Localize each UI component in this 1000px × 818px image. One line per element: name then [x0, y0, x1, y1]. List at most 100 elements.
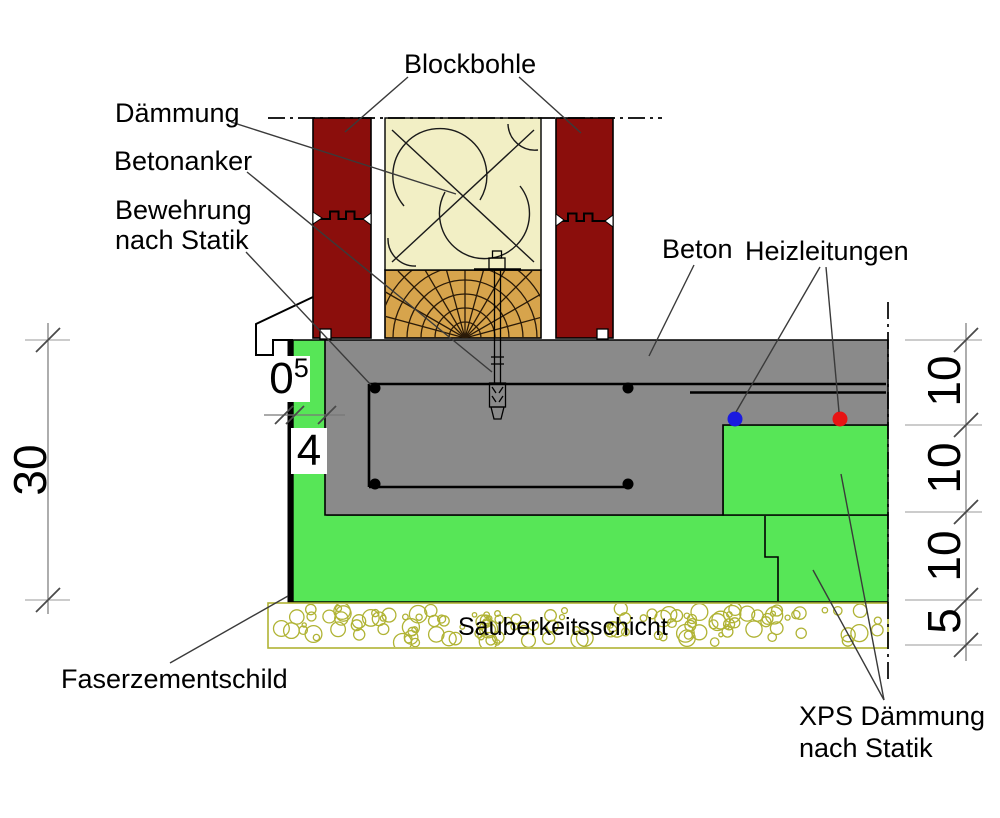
speckle-circle — [639, 614, 648, 623]
speckle-circle — [767, 632, 778, 643]
rebar-bar-dot — [369, 478, 381, 490]
speckle-circle — [401, 613, 409, 621]
speckle-circle — [745, 620, 763, 638]
joint-notch — [362, 212, 372, 226]
speckle-circle — [690, 604, 709, 622]
speckle-circle — [436, 614, 447, 624]
speckle-circle — [438, 615, 450, 627]
xps-board-joint — [764, 516, 779, 601]
label-xps-line2: nach Statik — [799, 733, 933, 763]
speckle-circle — [478, 631, 498, 647]
speckle-circle — [392, 632, 413, 647]
speckle-circle — [760, 616, 772, 628]
speckle-circle — [571, 626, 581, 635]
speckle-circle — [791, 609, 801, 620]
label-bewehrung-line2: nach Statik — [115, 225, 249, 255]
speckle-circle — [683, 612, 691, 620]
label-betonanker: Betonanker — [114, 146, 253, 176]
speckle-circle — [653, 630, 664, 641]
label-bewehrung: Bewehrung nach Statik — [115, 195, 252, 255]
speckle-circle — [491, 630, 505, 644]
blinding-layer — [267, 602, 889, 649]
speckle-circle — [510, 622, 519, 631]
speckle-circle — [424, 604, 438, 618]
rebar-bar-dot — [369, 382, 381, 394]
speckle-circle — [541, 631, 556, 645]
speckle-circle — [558, 613, 566, 621]
log-plank-left — [312, 117, 372, 339]
dim-right-3: 10 — [918, 530, 970, 582]
speckle-circle — [288, 609, 305, 625]
joint-notch — [604, 214, 614, 228]
log-plank-right — [555, 117, 614, 339]
speckle-circle — [646, 608, 658, 620]
speckle-circle — [795, 627, 807, 639]
speckle-circle — [841, 634, 854, 647]
speckle-circle — [709, 637, 720, 647]
speckle-circle — [658, 632, 668, 642]
insulation-batt-pattern — [387, 123, 539, 267]
plank-joint-right — [556, 212, 613, 222]
speckle-circle — [613, 604, 628, 616]
label-xps-daemmung: XPS Dämmung nach Statik — [799, 700, 985, 764]
speckle-circle — [361, 608, 380, 627]
speckle-circle — [504, 616, 513, 625]
blinding-speckle-pattern — [272, 604, 884, 647]
speckle-circle — [764, 606, 784, 625]
speckle-circle — [481, 617, 492, 628]
speckle-circle — [769, 621, 784, 636]
joint-notch — [312, 211, 323, 225]
speckle-circle — [272, 619, 290, 638]
label-bewehrung-line1: Bewehrung — [115, 195, 252, 225]
speckle-circle — [371, 608, 380, 618]
label-sauberkeitsschicht: Sauberkeitsschicht — [458, 613, 668, 641]
speckle-circle — [751, 609, 764, 622]
rebar-bar-dot — [622, 382, 634, 394]
speckle-circle — [821, 606, 829, 614]
speckle-circle — [379, 614, 387, 622]
speckle-circle — [441, 630, 457, 647]
plank-joint-left — [313, 210, 371, 220]
dimension-ticks — [35, 327, 979, 658]
concrete-anchor — [474, 250, 521, 420]
speckle-circle — [312, 633, 321, 642]
speckle-circle — [306, 611, 317, 622]
speckle-circle — [544, 609, 557, 622]
label-xps-line1: XPS Dämmung — [799, 701, 986, 731]
flashing-profile — [255, 296, 314, 356]
speckle-circle — [607, 622, 614, 629]
speckle-circle — [477, 632, 485, 641]
dim-screed-sup: 5 — [293, 353, 309, 383]
heating-pipe-red — [832, 411, 848, 427]
speckle-circle — [683, 630, 694, 640]
speckle-circle — [870, 623, 884, 637]
dim-screed-value: 0 — [269, 354, 294, 403]
rebar-bar-dot — [622, 478, 634, 490]
speckle-circle — [606, 620, 619, 633]
fiber-cement-board — [287, 339, 293, 603]
speckle-circle — [545, 619, 559, 633]
speckle-circle — [352, 628, 366, 641]
label-faserzementschild: Faserzementschild — [61, 664, 288, 694]
speckle-circle — [769, 610, 777, 617]
speckle-circle — [708, 613, 727, 632]
speckle-circle — [494, 610, 501, 617]
speckle-circle — [770, 604, 784, 617]
plank-bottom-notch — [596, 328, 609, 340]
speckle-circle — [793, 606, 807, 620]
plank-bottom-notch — [319, 328, 332, 340]
speckle-circle — [335, 605, 352, 622]
label-heizleitungen: Heizleitungen — [745, 236, 909, 266]
dim-right-1: 10 — [918, 355, 970, 407]
speckle-circle — [840, 627, 856, 643]
dim-right-4: 5 — [918, 608, 970, 634]
speckle-circle — [301, 622, 307, 628]
speckle-circle — [675, 623, 695, 643]
speckle-circle — [711, 610, 731, 630]
speckle-circle — [459, 623, 466, 630]
label-beton: Beton — [662, 234, 733, 264]
speckle-circle — [350, 619, 363, 632]
speckle-circle — [660, 605, 678, 624]
